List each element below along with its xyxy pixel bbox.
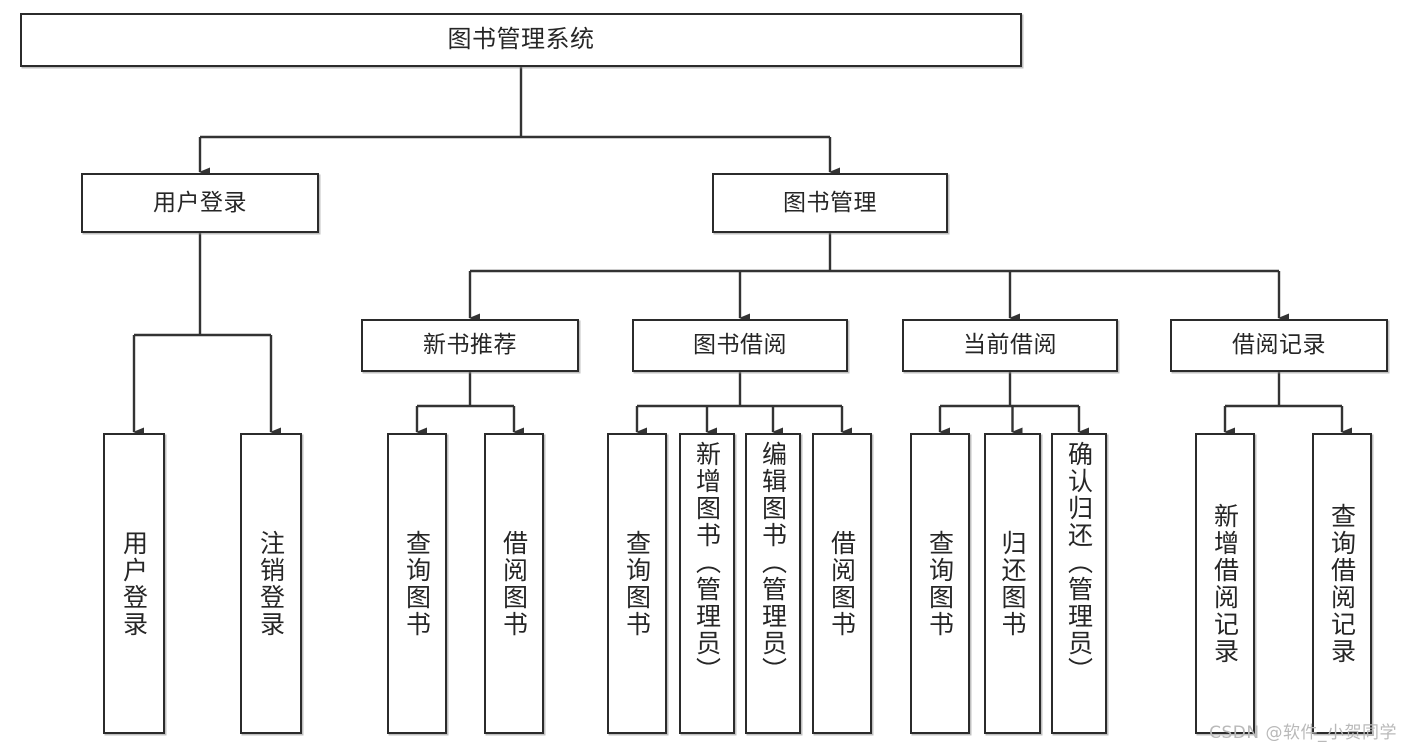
node-leaf-return-book[interactable]: 归还图书: [984, 433, 1041, 734]
node-leaf-query-book-2[interactable]: 查询图书: [607, 433, 667, 734]
node-leaf-confirm-return[interactable]: 确认归还（管理员）: [1051, 433, 1107, 734]
node-label: 查询图书: [402, 529, 432, 638]
node-current-borrow[interactable]: 当前借阅: [902, 319, 1118, 372]
node-book-manage[interactable]: 图书管理: [712, 173, 948, 233]
node-leaf-borrow-book-2[interactable]: 借阅图书: [812, 433, 872, 734]
node-label: 借阅记录: [1232, 332, 1326, 359]
node-leaf-borrow-book-1[interactable]: 借阅图书: [484, 433, 544, 734]
node-label: 借阅图书: [499, 529, 529, 638]
node-root[interactable]: 图书管理系统: [20, 13, 1022, 67]
node-leaf-edit-book[interactable]: 编辑图书（管理员）: [745, 433, 801, 734]
node-label: 查询图书: [622, 529, 652, 638]
node-label: 图书借阅: [693, 332, 787, 359]
node-leaf-logout[interactable]: 注销登录: [240, 433, 302, 734]
node-leaf-add-book[interactable]: 新增图书（管理员）: [679, 433, 735, 734]
node-leaf-query-record[interactable]: 查询借阅记录: [1312, 433, 1372, 734]
node-new-book-rec[interactable]: 新书推荐: [361, 319, 579, 372]
node-book-borrow[interactable]: 图书借阅: [632, 319, 848, 372]
node-label: 确认归还（管理员）: [1064, 441, 1094, 684]
node-label: 新书推荐: [423, 332, 517, 359]
node-label: 新增图书（管理员）: [692, 441, 722, 684]
node-user-login[interactable]: 用户登录: [81, 173, 319, 233]
node-label: 图书管理: [783, 189, 877, 216]
node-borrow-record[interactable]: 借阅记录: [1170, 319, 1388, 372]
node-label: 借阅图书: [827, 529, 857, 638]
node-leaf-user-login[interactable]: 用户登录: [103, 433, 165, 734]
node-leaf-query-book-1[interactable]: 查询图书: [387, 433, 447, 734]
node-label: 编辑图书（管理员）: [758, 441, 788, 684]
connector-group: [132, 67, 1352, 437]
node-label: 新增借阅记录: [1210, 502, 1240, 665]
node-label: 注销登录: [256, 529, 286, 638]
node-leaf-query-book-3[interactable]: 查询图书: [910, 433, 970, 734]
node-label: 当前借阅: [963, 332, 1057, 359]
node-label: 图书管理系统: [447, 25, 595, 54]
node-label: 查询借阅记录: [1327, 502, 1357, 665]
node-label: 用户登录: [119, 529, 149, 638]
node-leaf-add-record[interactable]: 新增借阅记录: [1195, 433, 1255, 734]
node-label: 查询图书: [925, 529, 955, 638]
node-label: 归还图书: [998, 529, 1027, 638]
node-label: 用户登录: [153, 189, 247, 216]
